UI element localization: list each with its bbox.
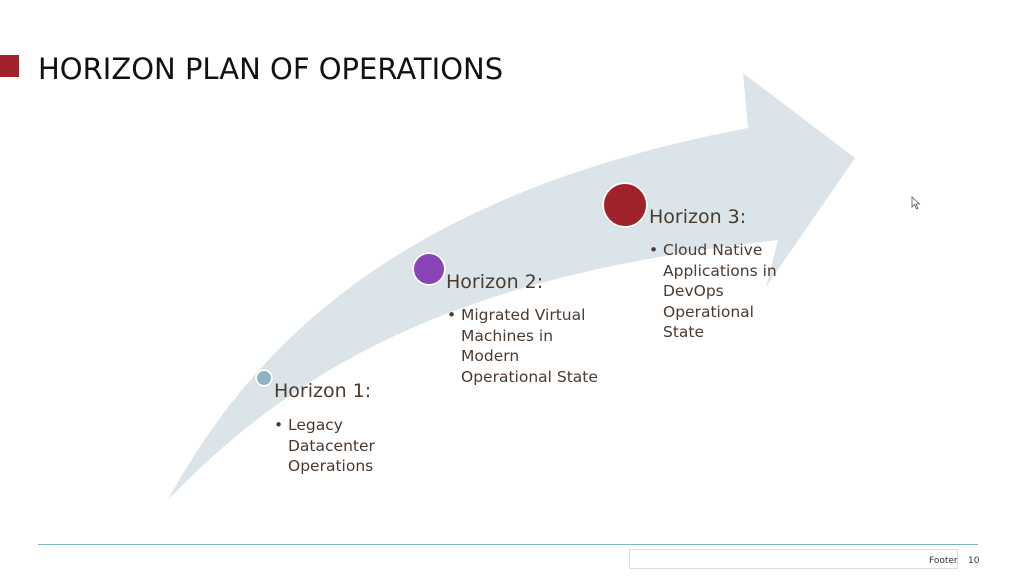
horizon-3-heading: Horizon 3: [649,206,747,228]
title-marker [0,55,19,77]
footer-rule [38,544,978,545]
horizon-2-heading: Horizon 2: [446,271,544,293]
horizon-1-heading: Horizon 1: [274,380,372,402]
page-number: 10 [968,556,980,566]
horizon-2-bullet: •Migrated Virtual Machines in Modern Ope… [447,306,598,386]
horizon-2-dot [412,252,446,286]
horizon-1-dot [255,369,273,387]
horizon-1-bullet: •Legacy Datacenter Operations [274,416,375,475]
footer-box [629,549,958,569]
footer-text: Footer [929,556,958,566]
mouse-cursor-icon [911,196,921,210]
horizon-3-bullet: •Cloud Native Applications in DevOps Ope… [649,241,777,341]
horizon-3-dot [602,182,648,228]
slide-title: HORIZON PLAN OF OPERATIONS [38,52,504,86]
